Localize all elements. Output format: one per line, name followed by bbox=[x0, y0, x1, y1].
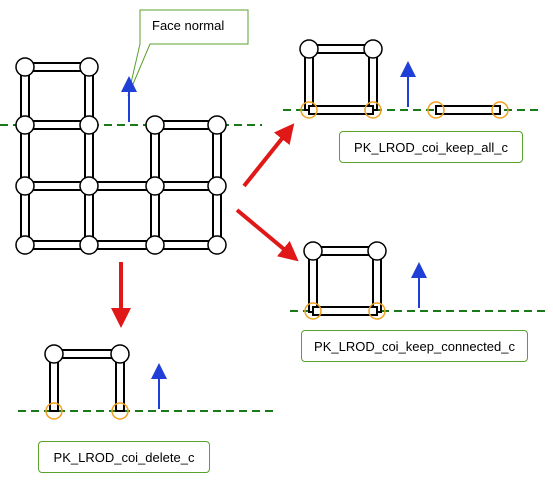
keep-connected-label: PK_LROD_coi_keep_connected_c bbox=[301, 330, 528, 362]
face-normal-callout-text: Face normal bbox=[152, 18, 225, 33]
delete-lattice bbox=[44, 344, 130, 412]
arrow-to-keep-connected bbox=[235, 208, 299, 262]
keep-all-coincident-rings bbox=[300, 101, 509, 119]
delete-coincident-rings bbox=[45, 402, 129, 420]
face-normal-callout bbox=[127, 9, 249, 97]
keep-all-label: PK_LROD_coi_keep_all_c bbox=[339, 131, 523, 163]
lattice-nodes bbox=[15, 57, 227, 255]
main-lattice bbox=[15, 57, 227, 255]
keep-connected-lattice bbox=[303, 241, 387, 316]
keep-connected-coincident-rings bbox=[304, 302, 386, 320]
delete-label: PK_LROD_coi_delete_c bbox=[38, 441, 210, 473]
keep-all-lattice bbox=[299, 39, 501, 115]
arrow-to-keep-all bbox=[242, 123, 295, 188]
lattice-rods bbox=[20, 62, 222, 250]
